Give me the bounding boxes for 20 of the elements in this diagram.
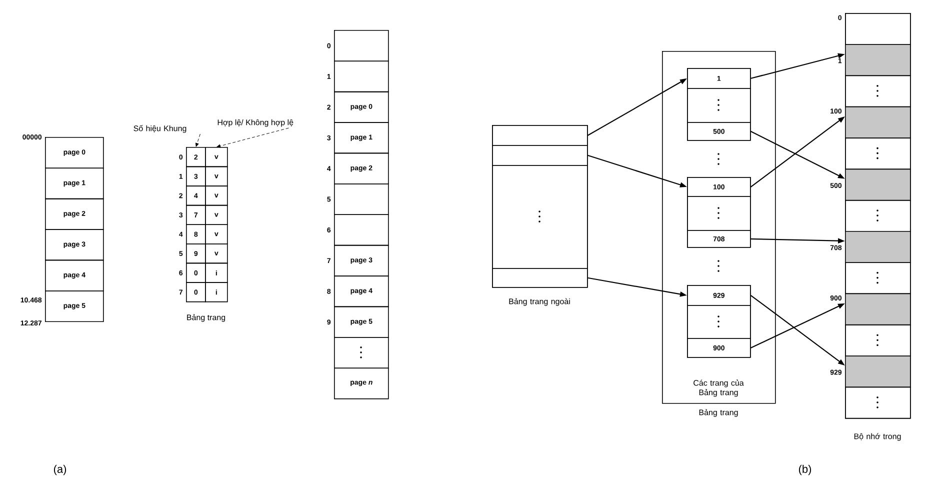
figure-label: (b) xyxy=(798,464,812,476)
table-caption: Bảng trang xyxy=(699,409,738,417)
table-row xyxy=(492,125,588,146)
table-row xyxy=(687,88,751,123)
memory-frame xyxy=(845,386,911,419)
table-caption: Bảng trang xyxy=(187,314,226,322)
column-heading: Số hiệu Khung xyxy=(134,125,186,133)
table-row xyxy=(492,268,588,288)
leader-line xyxy=(216,128,289,148)
figure-label: (a) xyxy=(54,464,66,476)
leader-line xyxy=(195,134,200,147)
column-heading: Hợp lệ/ Không hợp lệ xyxy=(218,119,294,127)
table-row xyxy=(687,305,751,339)
table-caption: Các trang của Bảng trang xyxy=(694,380,744,397)
table-row xyxy=(687,196,751,231)
table-row xyxy=(492,165,588,269)
table-caption: Bộ nhớ trong xyxy=(854,433,901,441)
table-row xyxy=(492,145,588,166)
table-caption: Bảng trang ngoài xyxy=(509,298,570,306)
memory-frame xyxy=(334,337,389,368)
